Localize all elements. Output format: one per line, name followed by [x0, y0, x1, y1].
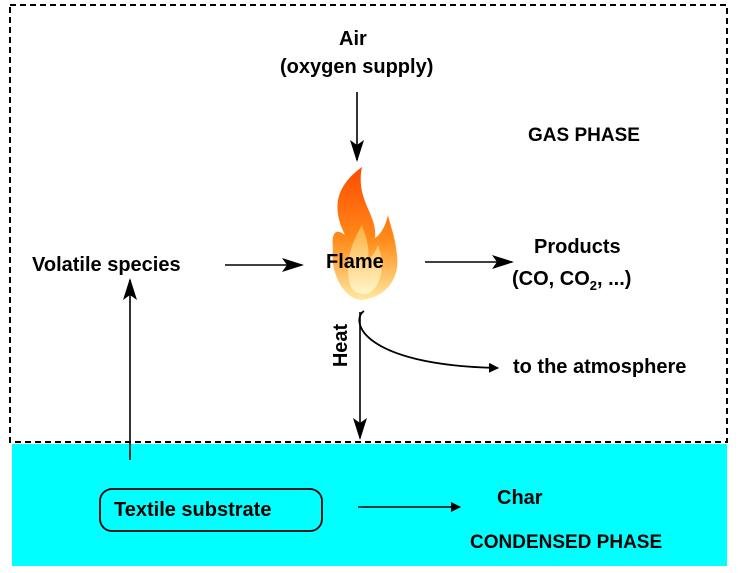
flame-label: Flame — [326, 251, 384, 273]
gas-phase-boundary — [9, 4, 728, 443]
products-detail-post: , ...) — [597, 268, 632, 290]
gas-phase-label: GAS PHASE — [528, 125, 640, 146]
co2-subscript: 2 — [589, 278, 598, 293]
products-label: Products — [534, 236, 621, 258]
heat-to-atmosphere-arrow — [358, 310, 499, 373]
products-detail-label: (CO, CO2, ...) — [512, 268, 631, 293]
textile-substrate-label: Textile substrate — [114, 499, 272, 521]
products-detail-pre: (CO, CO — [512, 268, 590, 290]
condensed-phase-label: CONDENSED PHASE — [470, 532, 663, 553]
textile-substrate-box — [99, 488, 323, 532]
volatile-species-label: Volatile species — [32, 254, 181, 276]
flame-icon — [332, 167, 398, 300]
oxygen-supply-label: (oxygen supply) — [280, 56, 434, 78]
char-label: Char — [497, 487, 543, 509]
air-label: Air — [339, 28, 367, 50]
to-atmosphere-label: to the atmosphere — [513, 356, 687, 378]
condensed-phase-region — [12, 444, 727, 566]
heat-label: Heat — [330, 323, 353, 368]
